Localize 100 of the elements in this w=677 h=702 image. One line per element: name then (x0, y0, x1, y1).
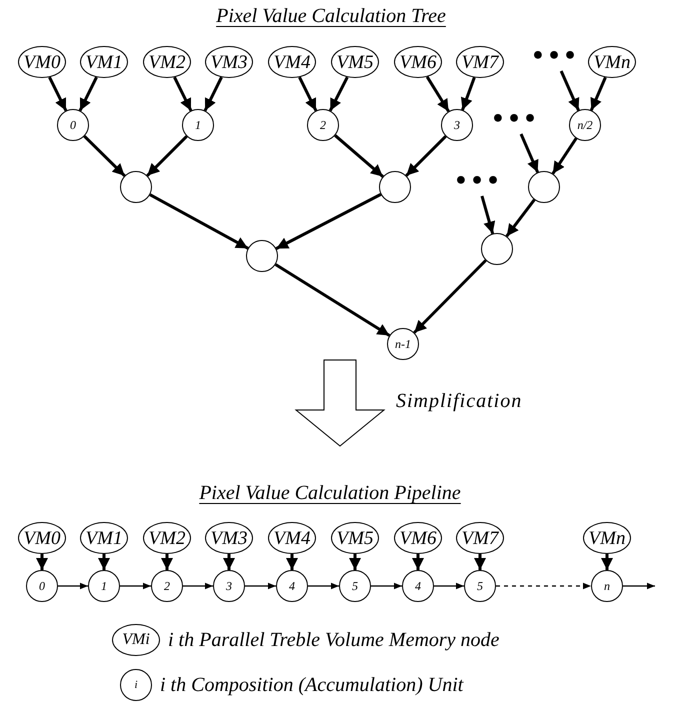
memory-node (331, 46, 379, 78)
arrow (349, 554, 361, 570)
arrow (426, 76, 450, 112)
arrow (308, 582, 339, 590)
diagram-title: Pixel Value Calculation Tree (215, 4, 447, 28)
arrow (161, 554, 173, 570)
arrow (412, 554, 424, 570)
arrow (173, 76, 192, 112)
memory-node (394, 522, 442, 554)
node-label: VM7 (462, 52, 498, 72)
arrow (78, 76, 98, 112)
arrow (149, 193, 249, 250)
node-label: 5 (352, 580, 358, 592)
composition-unit-sample: i (120, 669, 152, 701)
node-label: VM2 (148, 52, 186, 72)
node-label: VM0 (24, 528, 60, 548)
node-label: VM3 (210, 528, 248, 548)
node-label: n (604, 580, 610, 592)
node-label: 1 (101, 580, 107, 592)
memory-node (18, 522, 66, 554)
memory-node (18, 46, 66, 78)
arrow (590, 76, 607, 111)
memory-node (394, 46, 442, 78)
arrow (36, 554, 48, 570)
arrow (98, 554, 110, 570)
node-label: 0 (39, 580, 45, 592)
ellipsis-mark: ••• (456, 176, 500, 188)
node-label: 0 (70, 119, 76, 131)
node-label: VM2 (148, 528, 186, 548)
node-label: 3 (226, 580, 232, 592)
memory-node (80, 46, 128, 78)
arrow (552, 138, 578, 174)
arrow (474, 554, 486, 570)
node-label: 1 (195, 119, 201, 131)
arrow (334, 134, 384, 178)
memory-node (143, 46, 191, 78)
node-label: 4 (289, 580, 295, 592)
arrow (204, 76, 223, 112)
node-label: VM1 (86, 52, 122, 72)
arrow (183, 582, 213, 590)
node-label: 2 (320, 119, 326, 131)
node-label: 3 (454, 119, 460, 131)
memory-node (456, 46, 504, 78)
node-label: n-1 (395, 338, 411, 350)
section-title: Pixel Value Calculation Pipeline (198, 481, 462, 505)
node-label: VM3 (210, 52, 248, 72)
arrow (286, 554, 298, 570)
memory-node (588, 46, 636, 78)
node-label: VM1 (86, 528, 122, 548)
arrow (560, 70, 580, 111)
node-label: 2 (164, 580, 170, 592)
legend-text: i th Composition (Accumulation) Unit (160, 673, 464, 698)
arrow (371, 582, 402, 590)
arrow (496, 582, 591, 590)
node-label: VM5 (336, 528, 374, 548)
arrow (298, 76, 318, 112)
arrow (413, 259, 487, 334)
arrow (120, 582, 151, 590)
node-label: n/2 (577, 119, 593, 131)
node-label: VM6 (400, 528, 436, 548)
memory-node (456, 522, 504, 554)
legend-text: i th Parallel Treble Volume Memory node (168, 628, 500, 653)
node-label: VM4 (274, 52, 310, 72)
node-label: VM6 (400, 52, 436, 72)
ellipsis-mark: ••• (533, 51, 577, 63)
ellipsis-mark: ••• (493, 114, 537, 126)
memory-node (143, 522, 191, 554)
node-label: VMn (594, 52, 630, 72)
arrow (520, 133, 540, 173)
arrow (223, 554, 235, 570)
arrow (480, 196, 496, 234)
arrow (58, 582, 88, 590)
node-label: 5 (477, 580, 483, 592)
memory-node (80, 522, 128, 554)
node-label: VM7 (462, 528, 498, 548)
arrow (274, 263, 390, 337)
memory-node (331, 522, 379, 554)
arrow (276, 193, 382, 250)
memory-node (583, 522, 631, 554)
arrow (83, 135, 126, 177)
arrow (434, 582, 464, 590)
memory-node (268, 522, 316, 554)
arrow (328, 76, 349, 112)
arrow (460, 77, 476, 110)
arrow (146, 135, 188, 177)
arrow (405, 135, 447, 177)
node-label: VM4 (274, 528, 310, 548)
node-label: VMn (588, 528, 626, 548)
arrow (623, 582, 655, 590)
memory-node (205, 46, 253, 78)
memory-node-sample: VMi (112, 624, 160, 656)
simplification-label: Simplification (396, 389, 522, 414)
arrow (505, 198, 536, 238)
node-label: 4 (415, 580, 421, 592)
arrow (48, 76, 68, 112)
arrow (245, 582, 276, 590)
memory-node (268, 46, 316, 78)
arrow (601, 554, 613, 570)
node-label: VM0 (24, 52, 60, 72)
memory-node (205, 522, 253, 554)
